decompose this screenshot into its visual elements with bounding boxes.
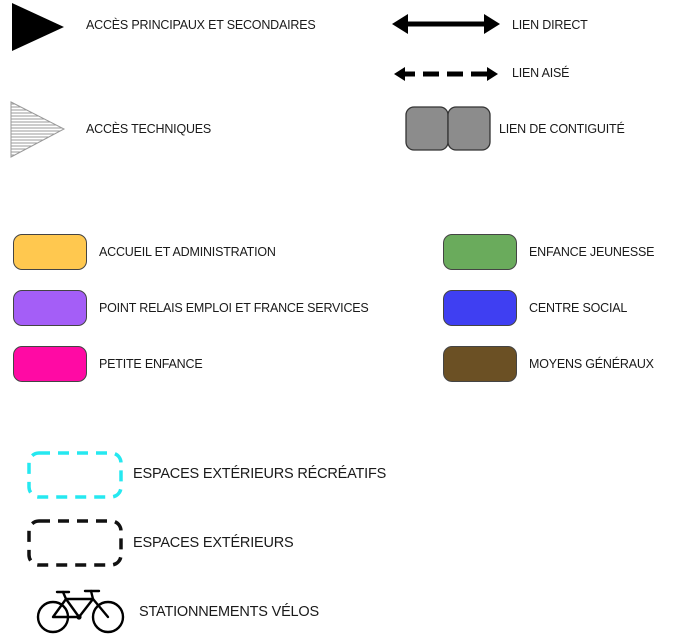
main-access-label: ACCÈS PRINCIPAUX ET SECONDAIRES: [86, 18, 316, 32]
recreational-outdoor-dashed-box: [27, 451, 123, 499]
contiguity-link-label: LIEN DE CONTIGUITÉ: [499, 122, 625, 136]
zone-label-centre-social: CENTRE SOCIAL: [529, 301, 628, 315]
contiguity-blocks-icon: [405, 106, 491, 151]
bicycle-icon: [36, 589, 125, 634]
zone-swatch-point-relais: [13, 290, 87, 326]
bike-parking-label: STATIONNEMENTS VÉLOS: [139, 604, 319, 620]
outdoor-label: ESPACES EXTÉRIEURS: [133, 535, 294, 551]
zone-label-accueil: ACCUEIL ET ADMINISTRATION: [99, 245, 276, 259]
zone-swatch-moyens-generaux: [443, 346, 517, 382]
zone-label-moyens-generaux: MOYENS GÉNÉRAUX: [529, 357, 654, 371]
technical-access-arrow-icon: [10, 101, 66, 158]
easy-link-arrow-icon: [394, 67, 498, 81]
easy-link-label: LIEN AISÉ: [512, 66, 570, 80]
main-access-arrow-icon: [12, 3, 64, 51]
zone-swatch-centre-social: [443, 290, 517, 326]
direct-link-arrow-icon: [392, 14, 500, 34]
zone-label-petite-enfance: PETITE ENFANCE: [99, 357, 203, 371]
zone-label-enfance-jeunesse: ENFANCE JEUNESSE: [529, 245, 655, 259]
zone-swatch-accueil: [13, 234, 87, 270]
recreational-outdoor-label: ESPACES EXTÉRIEURS RÉCRÉATIFS: [133, 466, 387, 482]
direct-link-label: LIEN DIRECT: [512, 18, 588, 32]
zone-swatch-petite-enfance: [13, 346, 87, 382]
outdoor-dashed-box: [27, 519, 123, 567]
technical-access-label: ACCÈS TECHNIQUES: [86, 122, 212, 136]
zone-label-point-relais: POINT RELAIS EMPLOI ET FRANCE SERVICES: [99, 301, 369, 315]
zone-swatch-enfance-jeunesse: [443, 234, 517, 270]
